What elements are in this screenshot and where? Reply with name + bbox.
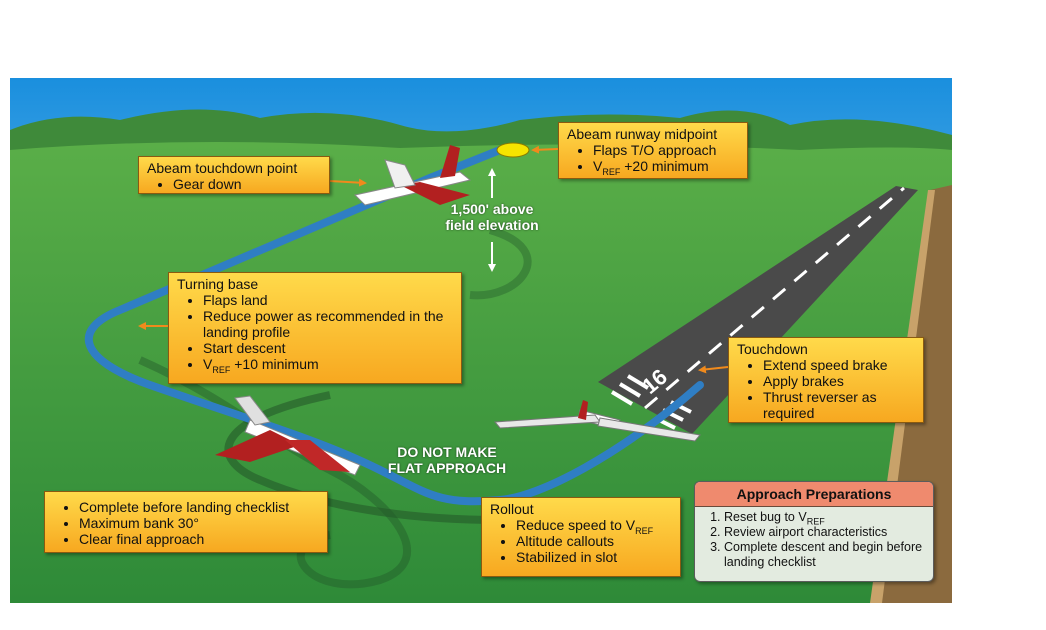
vref-sub: REF [602, 166, 621, 177]
callout-item: Altitude callouts [516, 533, 672, 549]
callout-item: Stabilized in slot [516, 549, 672, 565]
approach-preparations-panel: Approach Preparations Reset bug to VREF … [694, 481, 934, 582]
callout-pointers [138, 145, 729, 374]
vref-suffix: +10 minimum [230, 356, 319, 372]
callout-item: Reduce power as recommended in the landi… [203, 308, 453, 340]
prep-step: Complete descent and begin before landin… [724, 540, 933, 570]
airplane-touchdown [493, 400, 701, 442]
prep-step-text: Reset bug to V [724, 510, 807, 524]
vref-v: V [203, 356, 213, 372]
flat-approach-warning: DO NOT MAKE FLAT APPROACH [372, 444, 522, 476]
callout-title: Abeam touchdown point [147, 160, 298, 176]
prep-step: Review airport characteristics [724, 525, 933, 540]
callout-touchdown: Touchdown Extend speed brake Apply brake… [728, 337, 924, 423]
callout-rollout: Rollout Reduce speed to VREF Altitude ca… [481, 497, 681, 577]
flat-line-2: FLAT APPROACH [387, 460, 507, 476]
callout-item: Apply brakes [763, 373, 915, 389]
flight-path [84, 146, 704, 506]
callout-item: Start descent [203, 340, 453, 356]
vref-sub: REF [806, 516, 825, 527]
callout-abeam-touchdown: Abeam touchdown point Gear down [138, 156, 330, 194]
vref-v: V [593, 158, 603, 174]
airplane-downwind [354, 145, 472, 206]
prep-step: Reset bug to VREF [724, 510, 933, 527]
flat-line-1: DO NOT MAKE [397, 444, 497, 460]
midpoint-marker [496, 142, 530, 158]
callout-turning-base: Turning base Flaps land Reduce power as … [168, 272, 462, 384]
callout-item: Flaps T/O approach [593, 142, 739, 158]
callout-downwind-checklist: Complete before landing checklist Maximu… [44, 491, 328, 553]
callout-item: Complete before landing checklist [79, 499, 319, 515]
vref-suffix: +20 minimum [620, 158, 709, 174]
callout-item: Extend speed brake [763, 357, 915, 373]
altitude-line-2: field elevation [445, 217, 539, 233]
vref-sub: REF [635, 525, 654, 536]
callout-item: Gear down [173, 176, 321, 192]
callout-item: Flaps land [203, 292, 453, 308]
callout-title: Turning base [177, 276, 259, 292]
callout-item: Reduce speed to VREF [516, 517, 672, 536]
altitude-label: 1,500' above field elevation [432, 201, 552, 233]
callout-item: Maximum bank 30° [79, 515, 319, 531]
callout-abeam-midpoint: Abeam runway midpoint Flaps T/O approach… [558, 122, 748, 179]
altitude-line-1: 1,500' above [450, 201, 534, 217]
callout-title: Touchdown [737, 341, 808, 357]
callout-item: Thrust reverser as required [763, 389, 915, 421]
callout-title: Rollout [490, 501, 534, 517]
callout-item: Clear final approach [79, 531, 319, 547]
callout-item: VREF +20 minimum [593, 158, 739, 177]
callout-item: VREF +10 minimum [203, 356, 453, 375]
airplane-base [215, 395, 361, 476]
approach-preparations-title: Approach Preparations [695, 482, 933, 507]
callout-title: Abeam runway midpoint [567, 126, 718, 142]
vref-sub: REF [212, 364, 231, 375]
rollout-speed: Reduce speed to V [516, 517, 636, 533]
